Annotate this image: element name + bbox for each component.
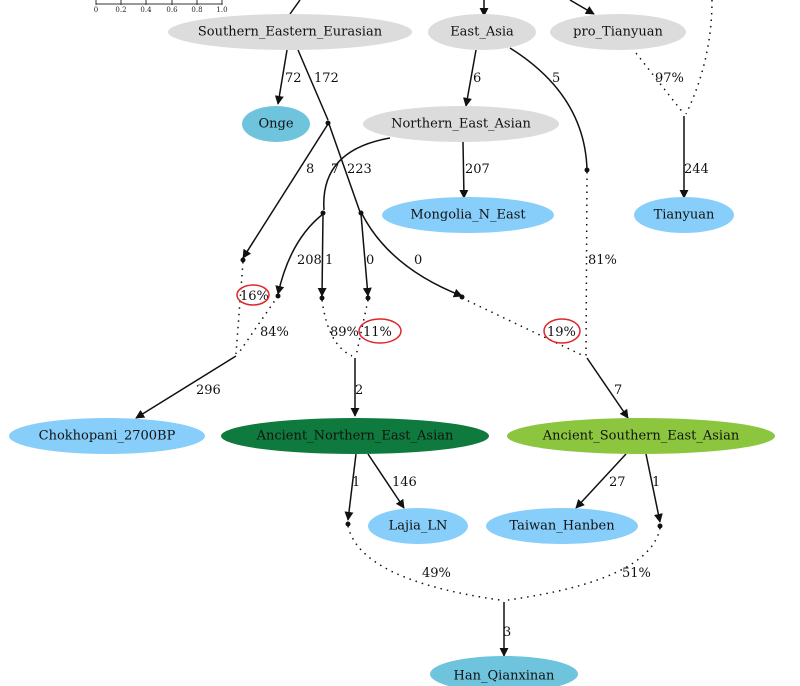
edge-label: 296 xyxy=(196,383,221,398)
edge-incoming-pro xyxy=(569,0,595,15)
edge-anea-1 xyxy=(344,453,357,521)
admixture-label-highlighted: 11% xyxy=(363,325,392,340)
node-east-asia[interactable]: East_Asia xyxy=(428,14,536,50)
node-onge[interactable]: Onge xyxy=(242,106,310,142)
edge-asea-drift xyxy=(586,357,629,419)
junction-points xyxy=(240,120,663,529)
edge-223-0a xyxy=(360,213,372,297)
node-label: Han_Qianxinan xyxy=(454,669,556,684)
nodes: Southern_Eastern_Eurasian East_Asia pro_… xyxy=(9,14,775,686)
highlight-ring xyxy=(358,318,402,344)
edge-nea-mid xyxy=(323,137,391,211)
node-label: Ancient_Southern_East_Asian xyxy=(542,429,740,444)
edge-label: 8 xyxy=(306,162,314,177)
edges xyxy=(135,0,713,657)
admixture-label-highlighted: 19% xyxy=(547,325,576,340)
node-label: Ancient_Northern_East_Asian xyxy=(256,429,454,444)
edge-ea-nea xyxy=(462,49,477,107)
edge-branch-223 xyxy=(328,123,361,213)
edge-asea-1 xyxy=(645,453,663,523)
scale-tick: 0.8 xyxy=(191,6,202,14)
edge-mid-1 xyxy=(317,213,327,297)
admixture-label: 97% xyxy=(655,71,684,86)
node-label: Tianyuan xyxy=(654,208,715,223)
node-ancient-northern-east-asian[interactable]: Ancient_Northern_East_Asian xyxy=(221,418,489,454)
edge-label: 207 xyxy=(465,162,490,177)
edge-asea-taiwan xyxy=(575,453,627,509)
node-ancient-southern-east-asian[interactable]: Ancient_Southern_East_Asian xyxy=(507,418,775,454)
edge-label: 7 xyxy=(614,383,622,398)
edge-choko-adm-left xyxy=(235,261,244,355)
node-taiwan-hanben[interactable]: Taiwan_Hanben xyxy=(486,508,638,544)
admixture-label: 89% xyxy=(330,325,359,340)
scale-bar: 0 0.2 0.4 0.6 0.8 1.0 xyxy=(94,0,228,14)
edge-label: 1 xyxy=(352,475,360,490)
edge-see-onge xyxy=(274,49,288,105)
edge-incoming-dotted xyxy=(685,0,713,115)
edge-choko-drift xyxy=(135,355,237,419)
edge-incoming-see xyxy=(289,0,301,15)
node-northern-east-asian[interactable]: Northern_East_Asian xyxy=(363,106,559,142)
edge-han-adm-left xyxy=(347,525,501,601)
scale-tick: 0.4 xyxy=(140,6,152,14)
node-label: Lajia_LN xyxy=(389,519,448,534)
edge-label: 27 xyxy=(609,475,626,490)
highlight-rings xyxy=(236,284,581,344)
node-tianyuan[interactable]: Tianyuan xyxy=(634,197,734,233)
highlight-ring xyxy=(236,284,270,306)
scale-tick: 0 xyxy=(94,6,98,14)
edge-choko-adm-right xyxy=(237,295,279,355)
node-label: East_Asia xyxy=(450,25,514,40)
edge-label: 6 xyxy=(473,71,481,86)
node-pro-tianyuan[interactable]: pro_Tianyuan xyxy=(550,14,686,50)
node-label: Taiwan_Hanben xyxy=(509,519,615,534)
edge-label: 1 xyxy=(652,475,660,490)
edge-see-branch xyxy=(297,49,329,121)
node-label: Northern_East_Asian xyxy=(391,117,531,132)
node-chokhopani-2700bp[interactable]: Chokhopani_2700BP xyxy=(9,418,205,454)
admixture-label: 51% xyxy=(622,566,651,581)
edge-anea-lajia xyxy=(367,453,405,509)
edge-branch-choko xyxy=(242,123,329,259)
admixture-label-highlighted: 16% xyxy=(240,289,269,304)
node-han-qianxinan[interactable]: Han_Qianxinan xyxy=(430,656,578,686)
edge-asea-path-dotted xyxy=(585,171,588,357)
admixture-labels: 97% 16% 84% 89% 11% 19% 81% 49% 51% xyxy=(240,71,684,581)
node-mongolia-n-east[interactable]: Mongolia_N_East xyxy=(382,197,554,233)
scale-tick: 0.6 xyxy=(166,6,178,14)
edge-ea-asea-path xyxy=(509,47,588,171)
node-label: Chokhopani_2700BP xyxy=(39,429,176,444)
highlight-ring xyxy=(543,318,581,344)
node-label: Onge xyxy=(258,117,293,132)
edge-label: 2 xyxy=(355,383,363,398)
admixture-label: 49% xyxy=(422,566,451,581)
edge-mid-208 xyxy=(275,213,324,295)
edge-label: 244 xyxy=(684,162,709,177)
edge-pro-tianyuan-adm xyxy=(631,47,685,115)
edge-label: 1 xyxy=(325,253,333,268)
scale-tick: 0.2 xyxy=(115,6,126,14)
edge-label: 3 xyxy=(503,625,511,640)
node-lajia-ln[interactable]: Lajia_LN xyxy=(368,508,468,544)
node-label: Mongolia_N_East xyxy=(410,208,526,223)
admixture-label: 84% xyxy=(260,325,289,340)
edge-label: 0 xyxy=(366,253,374,268)
edge-labels: 72 172 6 5 8 7 223 207 244 208 1 0 0 296… xyxy=(196,71,709,640)
node-label: pro_Tianyuan xyxy=(573,25,663,40)
scale-tick: 1.0 xyxy=(216,6,227,14)
edge-223-0b xyxy=(361,213,463,298)
admixture-label: 81% xyxy=(588,253,617,268)
node-southern-eastern-eurasian[interactable]: Southern_Eastern_Eurasian xyxy=(168,14,412,50)
edge-label: 72 xyxy=(285,71,302,86)
edge-nea-mongolia xyxy=(459,141,469,199)
node-label: Southern_Eastern_Eurasian xyxy=(198,25,383,40)
edge-label: 208 xyxy=(297,253,322,268)
edge-label: 5 xyxy=(552,71,560,86)
edge-label: 146 xyxy=(392,475,417,490)
edge-label: 7 xyxy=(331,162,339,177)
edge-label: 172 xyxy=(314,71,339,86)
edge-label: 0 xyxy=(414,253,422,268)
edge-label: 223 xyxy=(347,162,372,177)
